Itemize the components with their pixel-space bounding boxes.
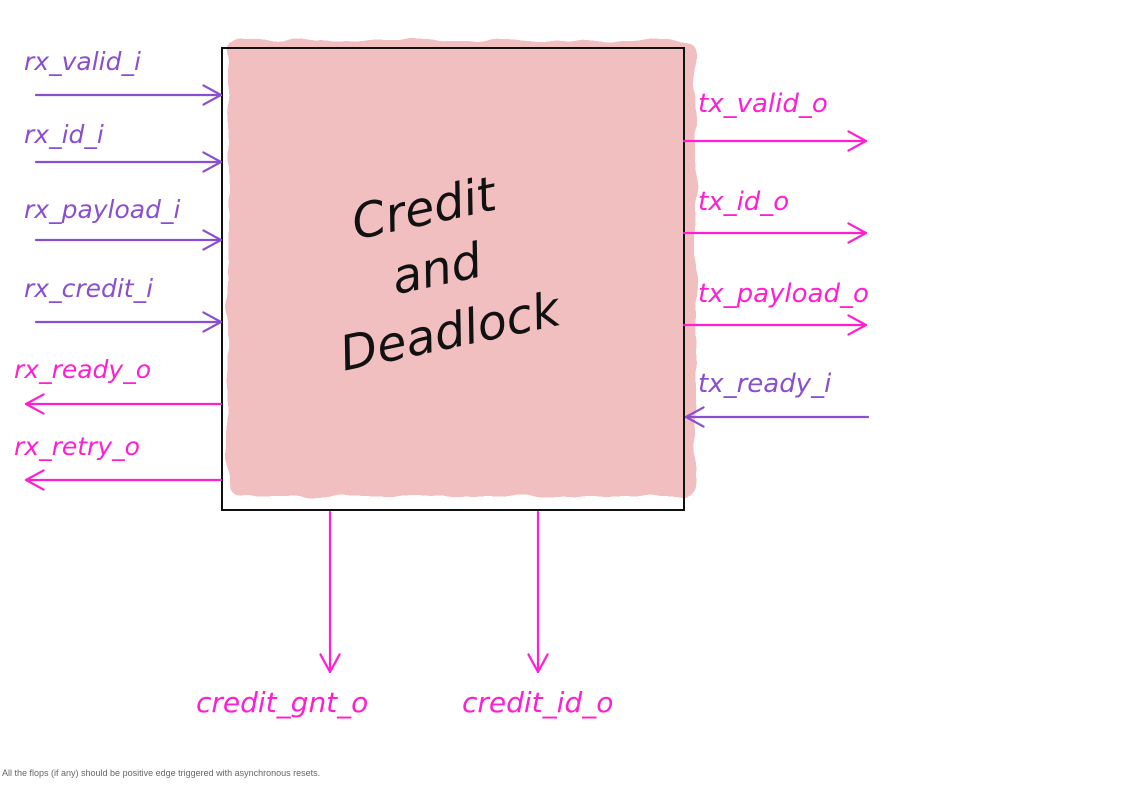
port-credit-gnt-o: credit_gnt_o [196,510,368,719]
port-tx-id-o: tx_id_o [682,187,868,244]
port-credit-gnt-o-arrowhead [319,653,341,674]
port-rx-id-i-label: rx_id_i [24,120,104,149]
module-block [221,47,685,511]
port-tx-id-o-arrowhead [847,222,868,244]
port-rx-payload-i: rx_payload_i [24,195,223,251]
port-rx-valid-i: rx_valid_i [24,47,223,106]
port-rx-valid-i-arrowhead [202,84,223,106]
port-credit-id-o-arrowhead [527,653,549,674]
ports-layer: rx_valid_i rx_id_i rx_payload_i rx_credit_i… [14,47,870,719]
port-tx-valid-o: tx_valid_o [682,89,868,152]
port-tx-payload-o: tx_payload_o [682,279,869,336]
port-rx-retry-o-arrowhead [24,469,45,491]
port-tx-payload-o-label: tx_payload_o [698,279,869,309]
port-rx-retry-o: rx_retry_o [14,432,223,491]
port-credit-gnt-o-label: credit_gnt_o [196,686,368,719]
port-rx-ready-o: rx_ready_o [14,355,223,415]
port-tx-ready-i-label: tx_ready_i [698,369,832,399]
port-rx-credit-i-arrowhead [202,311,223,333]
port-rx-credit-i-label: rx_credit_i [24,274,153,303]
port-tx-ready-i-arrowhead [684,406,705,428]
port-rx-payload-i-label: rx_payload_i [24,195,180,224]
port-tx-valid-o-arrowhead [847,130,868,152]
port-rx-ready-o-arrowhead [24,393,45,415]
port-rx-id-i: rx_id_i [24,120,223,173]
port-tx-ready-i: tx_ready_i [684,369,870,428]
port-rx-id-i-arrowhead [202,151,223,173]
port-tx-valid-o-label: tx_valid_o [698,89,828,119]
block-highlight [228,40,696,496]
port-rx-credit-i: rx_credit_i [24,274,223,333]
port-rx-ready-o-label: rx_ready_o [14,355,151,384]
port-credit-id-o: credit_id_o [462,510,613,719]
port-credit-id-o-label: credit_id_o [462,686,613,719]
footer-note: All the flops (if any) should be positiv… [2,768,321,778]
port-rx-payload-i-arrowhead [202,229,223,251]
port-tx-id-o-label: tx_id_o [698,187,789,217]
port-rx-valid-i-label: rx_valid_i [24,47,141,76]
port-rx-retry-o-label: rx_retry_o [14,432,140,461]
port-tx-payload-o-arrowhead [847,314,868,336]
